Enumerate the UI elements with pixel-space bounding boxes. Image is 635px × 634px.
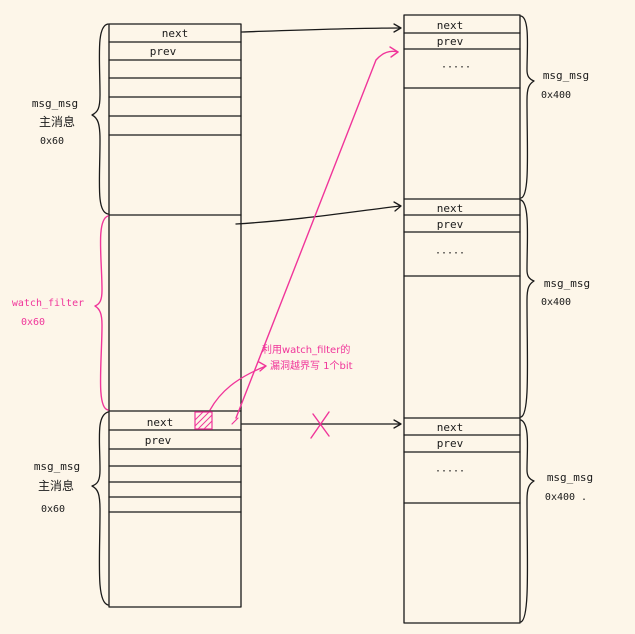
overflow-annotation: 利用watch_filter的 漏洞越界写 1个bit xyxy=(209,343,353,411)
left-top-brace xyxy=(91,23,109,215)
left-column: next prev next prev xyxy=(108,23,242,608)
right-block1-next-field: next xyxy=(437,19,464,32)
arrow-middle-next-head xyxy=(393,201,402,212)
left-top-name: msg_msg xyxy=(32,97,78,110)
right-block3-next-field: next xyxy=(437,421,464,434)
left-top-size: 0x60 xyxy=(40,136,64,147)
right-column: next prev ····· next prev ····· next pre… xyxy=(403,14,521,624)
right-block3-prev-field: prev xyxy=(437,437,464,450)
right-labels: msg_msg 0x400 msg_msg 0x400 msg_msg 0x40… xyxy=(520,15,593,623)
cross-mark xyxy=(310,411,330,439)
right-block1-ellipsis: ····· xyxy=(441,62,471,73)
left-bottom-name: msg_msg xyxy=(34,460,80,473)
watch-filter-name: watch_filter xyxy=(12,298,84,309)
left-column-outline xyxy=(108,23,242,608)
right-block1-prev-field: prev xyxy=(437,35,464,48)
left-bottom-next-field: next xyxy=(147,416,174,429)
left-labels: msg_msg 主消息 0x60 watch_filter 0x60 msg_m… xyxy=(12,23,109,606)
right-block2-prev-field: prev xyxy=(437,218,464,231)
right-block1-name: msg_msg xyxy=(543,69,589,82)
right-block3-size: 0x400 . xyxy=(545,492,587,503)
arrow-top-next-head xyxy=(393,23,402,33)
right-block3-brace xyxy=(520,419,535,623)
pointer-arrows xyxy=(235,23,402,429)
right-block2-size: 0x400 xyxy=(541,297,571,308)
left-bottom-brace xyxy=(91,411,109,606)
arrow-middle-next xyxy=(235,205,401,225)
right-block2-ellipsis: ····· xyxy=(435,248,465,259)
corrupted-pointer-arrow xyxy=(231,46,399,425)
right-block2-name: msg_msg xyxy=(544,277,590,290)
left-top-prev-field: prev xyxy=(150,45,177,58)
right-column-outline xyxy=(403,14,521,624)
right-block1-brace xyxy=(520,15,535,199)
left-bottom-desc: 主消息 xyxy=(38,478,74,493)
right-block2-brace xyxy=(520,199,535,418)
annotation-line-1: 利用watch_filter的 xyxy=(262,343,350,356)
overflow-bit-cell xyxy=(194,411,213,430)
annotation-line-2: 漏洞越界写 1个bit xyxy=(270,359,353,372)
right-block2-next-field: next xyxy=(437,202,464,215)
watch-filter-brace xyxy=(94,215,109,411)
arrow-bottom-next-head xyxy=(393,419,402,429)
left-bottom-prev-field: prev xyxy=(145,434,172,447)
right-block1-size: 0x400 xyxy=(541,90,571,101)
left-bottom-size: 0x60 xyxy=(41,504,65,515)
left-top-next-field: next xyxy=(162,27,189,40)
right-block3-ellipsis: ····· xyxy=(435,466,465,477)
right-block3-name: msg_msg xyxy=(547,471,593,484)
arrow-top-next xyxy=(241,27,401,33)
left-top-desc: 主消息 xyxy=(39,114,75,129)
watch-filter-size: 0x60 xyxy=(21,317,45,328)
